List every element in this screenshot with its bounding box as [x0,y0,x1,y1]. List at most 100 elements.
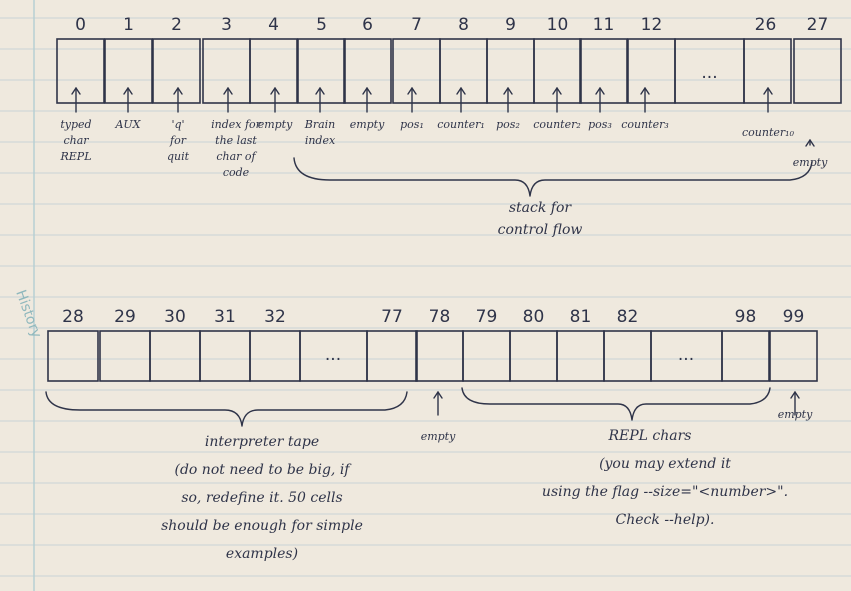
tape1-index-5: 5 [316,15,327,35]
tape1-index-11: 11 [593,15,615,35]
tape1-arrow-head [362,87,372,95]
tape1-label-0: typed [60,118,91,131]
tape1-label-3: the last [215,134,257,147]
tape2-label-99: empty [778,408,813,421]
tape1-label-7: pos₁ [400,118,424,131]
tape1-cell-5 [297,38,346,104]
tape1-label-3: code [223,166,250,179]
tape1-arrow-head [173,87,183,95]
tape1-cell-2 [152,38,201,104]
tape1-label-6: empty [350,118,385,131]
tape2-repl-label: Check --help). [616,512,715,528]
tape2-interpreter-label: examples) [226,546,298,562]
tape1-arrow-head [503,87,513,95]
tape2-cell-29 [99,330,151,382]
tape2-cell-99 [769,330,818,382]
tape2-cell-32 [249,330,301,382]
tape1-index-4: 4 [268,15,279,35]
tape2-index-77: 77 [381,307,403,327]
tape2-index-30: 30 [164,307,186,327]
tape1-index-26: 26 [755,15,777,35]
tape2-arrow-head [790,391,800,399]
tape1-index-10: 10 [547,15,569,35]
tape2-ellipsis-1: ... [325,345,341,365]
tape1-arrow-head [763,87,773,95]
tape1-index-1: 1 [123,15,134,35]
tape1-ellipsis-cell [674,38,745,104]
tape1-arrow-head [223,87,233,95]
tape1-cell-4 [249,38,298,104]
tape2-cell-81 [556,330,605,382]
tape2-repl-label: using the flag --size="<number>". [542,484,788,500]
tape1-arrow-head [315,87,325,95]
tape2-index-28: 28 [62,307,84,327]
tape2-cell-80 [509,330,558,382]
tape1-index-2: 2 [171,15,182,35]
tape1-label-4: empty [258,118,293,131]
tape2-cell-78 [415,330,464,382]
tape1-label-5: index [305,134,336,147]
tape1-label-27: empty [793,156,828,169]
tape2-cell-98 [721,330,770,382]
tape1-label-2: quit [167,150,190,163]
tape1-index-0: 0 [75,15,86,35]
tape1-arrow-head [270,87,280,95]
tape2-interpreter-label: (do not need to be big, if [175,462,353,478]
tape2-cell-82 [603,330,652,382]
tape1-arrow-head [407,87,417,95]
tape1-index-7: 7 [411,15,422,35]
tape1-ellipsis: ... [701,63,717,83]
margin-note: History [12,288,44,340]
tape1-label-8: counter₁ [437,118,485,131]
tape2-cell-77 [366,330,418,382]
tape2-ellipsis-2: ... [678,345,694,365]
tape2-index-98: 98 [735,307,757,327]
tape2-interpreter-label: should be enough for simple [161,518,363,534]
tape1-index-9: 9 [505,15,516,35]
tape2-index-29: 29 [114,307,136,327]
tape2-index-82: 82 [617,307,639,327]
tape2-index-32: 32 [264,307,286,327]
tape1-label-2: for [169,134,187,147]
tape1-arrow-head [456,87,466,95]
tape1-label-26: counter₁₀ [742,126,795,139]
tape1-arrow-head [71,87,81,95]
tape1-cell-11 [579,38,628,104]
tape1-label-0: REPL [59,150,91,163]
tape1-stack-brace [293,157,813,197]
tape2-index-78: 78 [429,307,451,327]
tape2-index-80: 80 [523,307,545,327]
tape1-label-9: pos₂ [496,118,520,131]
tape2-repl-label: REPL chars [607,428,691,444]
tape2-cell-30 [149,330,201,382]
tape1-label-5: Brain [304,118,336,131]
tape1-index-12: 12 [641,15,663,35]
tape1-arrow-head [805,139,815,147]
tape1-label-12: counter₃ [621,118,669,131]
tape1-label-11: pos₃ [588,118,612,131]
tape2-repl-brace [461,387,771,421]
tape2-interpreter-label: so, redefine it. 50 cells [181,490,342,506]
tape1-label-3: char of [216,150,257,163]
tape2-cell-31 [199,330,251,382]
tape2-index-79: 79 [476,307,498,327]
tape1-cell-27 [793,38,842,104]
tape2-interpreter-label: interpreter tape [205,434,319,450]
tape2-index-81: 81 [570,307,592,327]
tape1-stack-label: control flow [498,222,583,238]
tape1-index-8: 8 [458,15,469,35]
tape1-stack-label: stack for [509,200,573,216]
tape2-interpreter-brace [45,391,408,427]
tape2-cell-79 [462,330,511,382]
tape1-cell-0 [56,38,105,104]
tape2-label-78: empty [421,430,456,443]
tape1-arrow-head [640,87,650,95]
tape2-cell-28 [47,330,99,382]
tape1-label-2: 'q' [171,118,184,131]
tape2-arrow-head [433,391,443,399]
